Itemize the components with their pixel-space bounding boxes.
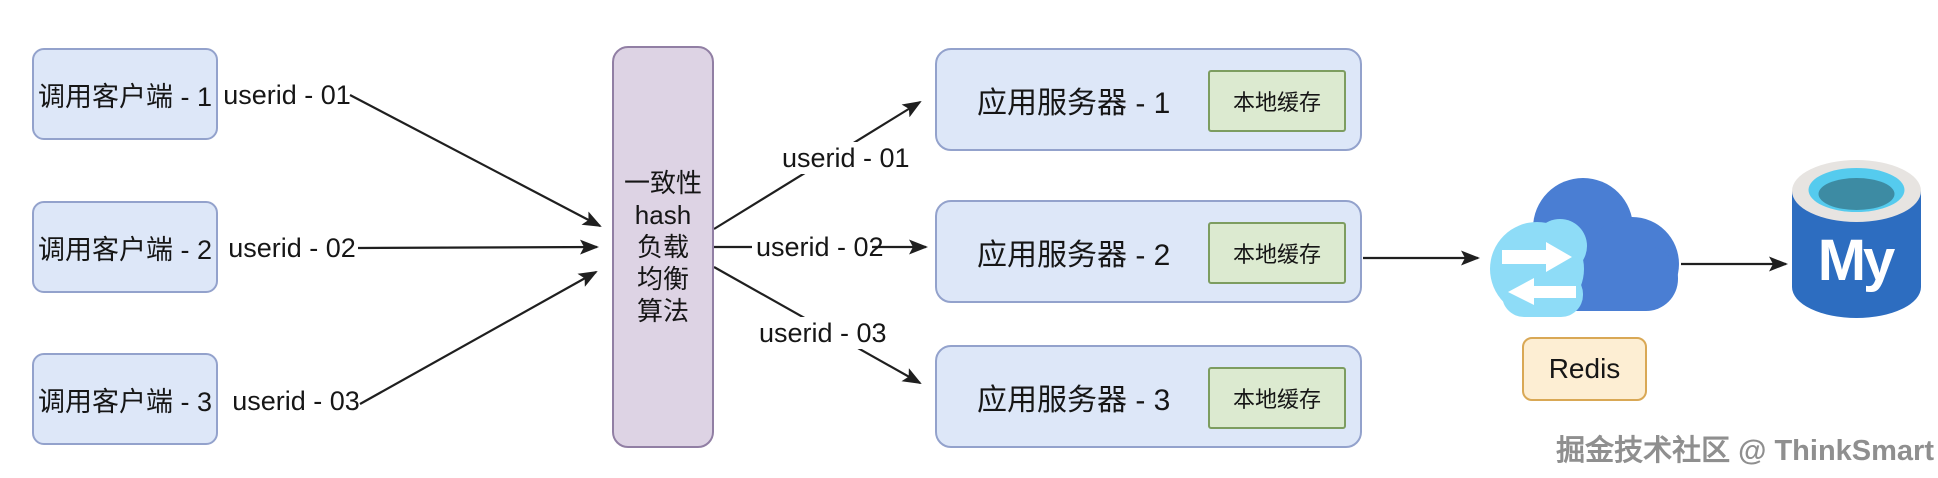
client-node-2: 调用客户端 - 2 [32, 201, 218, 293]
balancer-line: 一致性 [623, 168, 702, 198]
client-node-3: 调用客户端 - 3 [32, 353, 218, 445]
request-label-userid-02: userid - 02 [228, 233, 356, 263]
watermark-text: 掘金技术社区 @ ThinkSmart [1556, 435, 1934, 467]
client-node-1: 调用客户端 - 1 [32, 48, 218, 140]
local-cache-badge: 本地缓存 [1208, 222, 1346, 284]
redis-cloud-icon [1490, 178, 1679, 317]
balancer-line: hash [634, 200, 692, 230]
mysql-database-icon: My [1792, 160, 1921, 318]
balancer-line: 算法 [636, 296, 689, 326]
routed-label-userid-02: userid - 02 [752, 231, 884, 263]
app-server-label: 应用服务器 - 1 [977, 86, 1171, 120]
request-label-userid-03: userid - 03 [232, 386, 360, 416]
redis-label: Redis [1522, 337, 1647, 401]
app-server-node-2: 应用服务器 - 2 本地缓存 [935, 200, 1362, 303]
local-cache-badge: 本地缓存 [1208, 70, 1346, 132]
mysql-icon-text: My [1818, 228, 1895, 293]
client-node-label: 调用客户端 - 2 [37, 234, 212, 265]
app-server-label: 应用服务器 - 2 [977, 238, 1171, 272]
load-balancer-node: 一致性 hash 负载 均衡 算法 [612, 46, 714, 448]
client-node-label: 调用客户端 - 3 [37, 386, 212, 417]
client-node-label: 调用客户端 - 1 [37, 81, 212, 112]
balancer-line: 负载 [636, 232, 689, 262]
app-server-node-3: 应用服务器 - 3 本地缓存 [935, 345, 1362, 448]
app-server-node-1: 应用服务器 - 1 本地缓存 [935, 48, 1362, 151]
balancer-line: 均衡 [636, 264, 689, 294]
app-server-label: 应用服务器 - 3 [977, 383, 1171, 417]
local-cache-badge: 本地缓存 [1208, 367, 1346, 429]
routed-label-userid-01: userid - 01 [778, 142, 910, 174]
request-label-userid-01: userid - 01 [223, 80, 351, 110]
sync-arrows-icon [1502, 242, 1576, 305]
routed-label-userid-03: userid - 03 [755, 317, 887, 349]
